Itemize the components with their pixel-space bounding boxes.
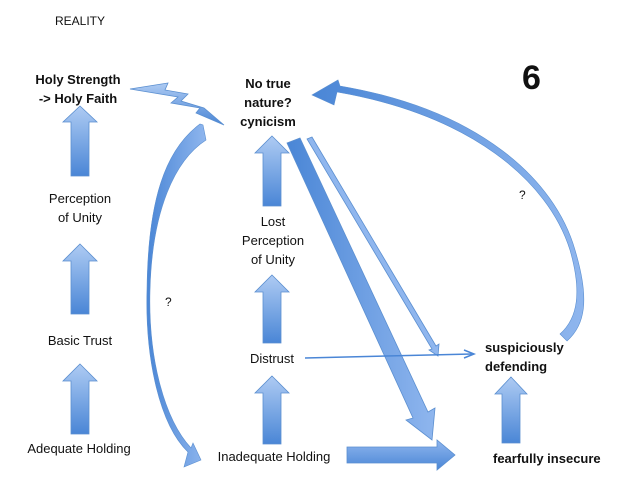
arrow-lost-to-cynicism (254, 135, 290, 207)
node-holy-strength: Holy Strength -> Holy Faith (28, 70, 128, 108)
node-perception-of-unity: Perception of Unity (30, 189, 130, 227)
node-holy-strength-line1: Holy Strength (35, 72, 121, 87)
node-distrust: Distrust (232, 349, 312, 368)
curved-arrow-suspicious-to-cynicism (311, 79, 585, 342)
left-arc-question-mark: ? (165, 295, 172, 309)
node-perception-line1: Perception (48, 191, 112, 206)
node-no-true-nature-line3: cynicism (240, 114, 296, 129)
node-lost-perception-line1: Lost (260, 214, 286, 229)
node-lost-perception-line3: of Unity (250, 252, 296, 267)
node-lost-perception: Lost Perception of Unity (228, 212, 318, 269)
arrow-inadequate-to-distrust (254, 375, 290, 445)
arrow-inadequate-to-fearful (346, 439, 456, 471)
arrow-perception-to-holy (61, 105, 99, 177)
diagram-title: REALITY (55, 14, 106, 28)
node-fearfully-insecure: fearfully insecure (493, 449, 601, 468)
node-perception-line2: of Unity (57, 210, 103, 225)
arrow-distrust-to-lost (254, 274, 290, 344)
node-suspicious-line2: defending (485, 359, 548, 374)
node-inadequate-holding: Inadequate Holding (204, 447, 344, 466)
diagonal-arrow-cynicism-to-suspicious (306, 136, 440, 357)
node-basic-trust: Basic Trust (30, 331, 130, 350)
node-adequate-holding: Adequate Holding (14, 439, 144, 458)
node-lost-perception-line2: Perception (241, 233, 305, 248)
node-adequate-holding-line1: Adequate Holding (27, 441, 131, 456)
right-arc-question-mark: ? (519, 188, 526, 202)
slide-number: 6 (522, 59, 541, 97)
node-basic-trust-line1: Basic Trust (47, 333, 113, 348)
node-no-true-nature-line2: nature? (244, 95, 292, 110)
line-arrow-distrust-to-suspicious (304, 353, 473, 359)
node-no-true-nature: No true nature? cynicism (230, 74, 306, 131)
arrow-fearful-to-suspicious (494, 376, 528, 444)
node-no-true-nature-line1: No true (245, 76, 291, 91)
arrow-adequate-to-basic (62, 363, 98, 435)
node-holy-strength-line2: -> Holy Faith (38, 91, 118, 106)
lightning-bolt-arrow (129, 82, 225, 126)
node-suspicious-line1: suspiciously (485, 340, 564, 355)
arrow-basic-to-perception (62, 243, 98, 315)
line-arrow-head (463, 349, 477, 359)
node-inadequate-holding-line1: Inadequate Holding (217, 449, 331, 464)
diagonal-arrow-cynicism-to-fearful (286, 137, 436, 441)
node-suspiciously-defending: suspiciously defending (485, 338, 564, 376)
node-fearful-line1: fearfully insecure (493, 451, 601, 466)
node-distrust-line1: Distrust (249, 351, 295, 366)
curved-arrow-cynicism-to-inadequate (146, 123, 207, 468)
